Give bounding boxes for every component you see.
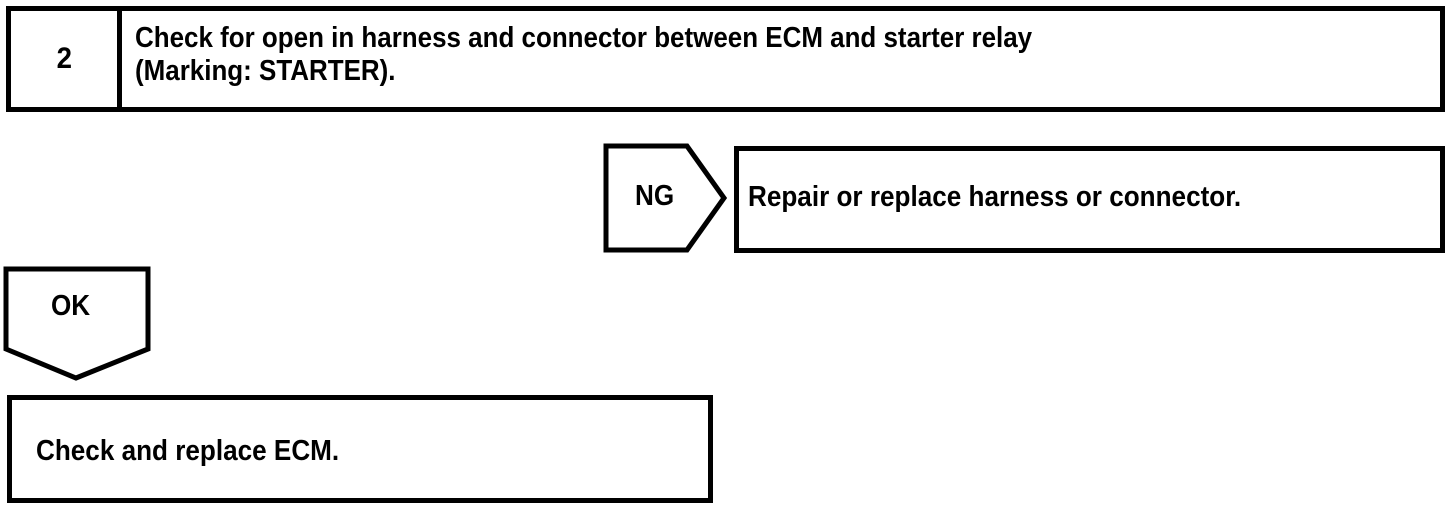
ng-result-box: [734, 146, 1445, 253]
ng-branch-label: NG: [635, 180, 675, 212]
step-number-label: 2: [56, 42, 72, 75]
step-number-cell: 2: [6, 6, 122, 112]
ng-result-label: Repair or replace harness or connector.: [748, 181, 1242, 213]
step-row-box: [6, 6, 1445, 112]
ok-arrow-down-icon: [3, 266, 153, 382]
step-description-line-1: Check for open in harness and connector …: [135, 22, 1033, 54]
ng-arrow-right-icon: [603, 143, 727, 253]
step-description-line-2: (Marking: STARTER).: [135, 55, 396, 87]
final-action-box: [7, 395, 713, 503]
ok-branch-label: OK: [51, 290, 91, 322]
final-action-label: Check and replace ECM.: [36, 435, 340, 467]
step-description: Check for open in harness and connector …: [135, 22, 1430, 102]
